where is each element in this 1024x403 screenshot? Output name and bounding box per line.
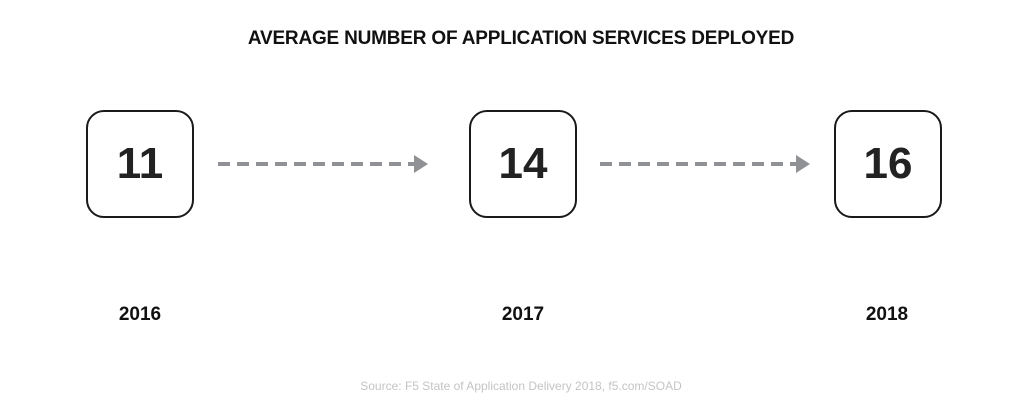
value-box-2017: 14: [469, 110, 577, 218]
value-2016: 11: [116, 139, 164, 188]
value-box-2018: 16: [834, 110, 942, 218]
diagram-title: AVERAGE NUMBER OF APPLICATION SERVICES D…: [247, 28, 795, 49]
dashed-arrow-right-icon: [600, 155, 810, 173]
value-box-2016: 11: [86, 110, 194, 218]
year-label-2016: 2016: [118, 304, 162, 325]
year-label-2018: 2018: [865, 304, 909, 325]
value-2017: 14: [498, 139, 548, 188]
source-note: Source: F5 State of Application Delivery…: [360, 379, 682, 393]
value-2018: 16: [863, 139, 913, 188]
dashed-arrow-right-icon: [218, 155, 428, 173]
year-label-2017: 2017: [501, 304, 545, 325]
